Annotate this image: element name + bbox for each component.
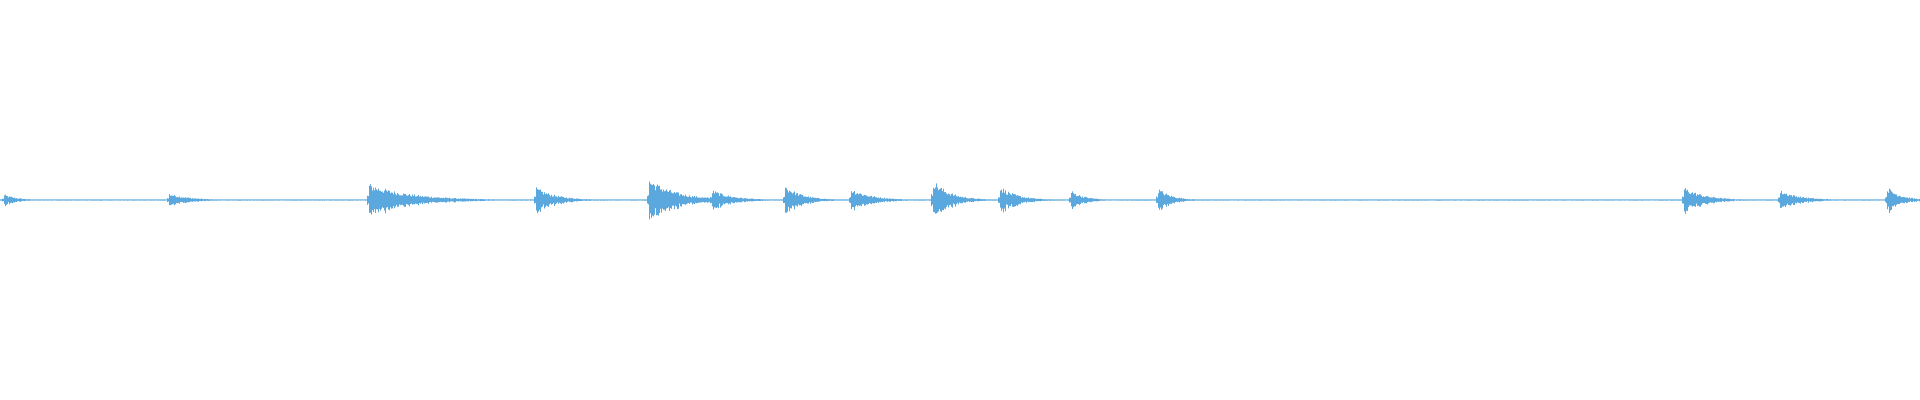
waveform-bars [0,181,1920,220]
